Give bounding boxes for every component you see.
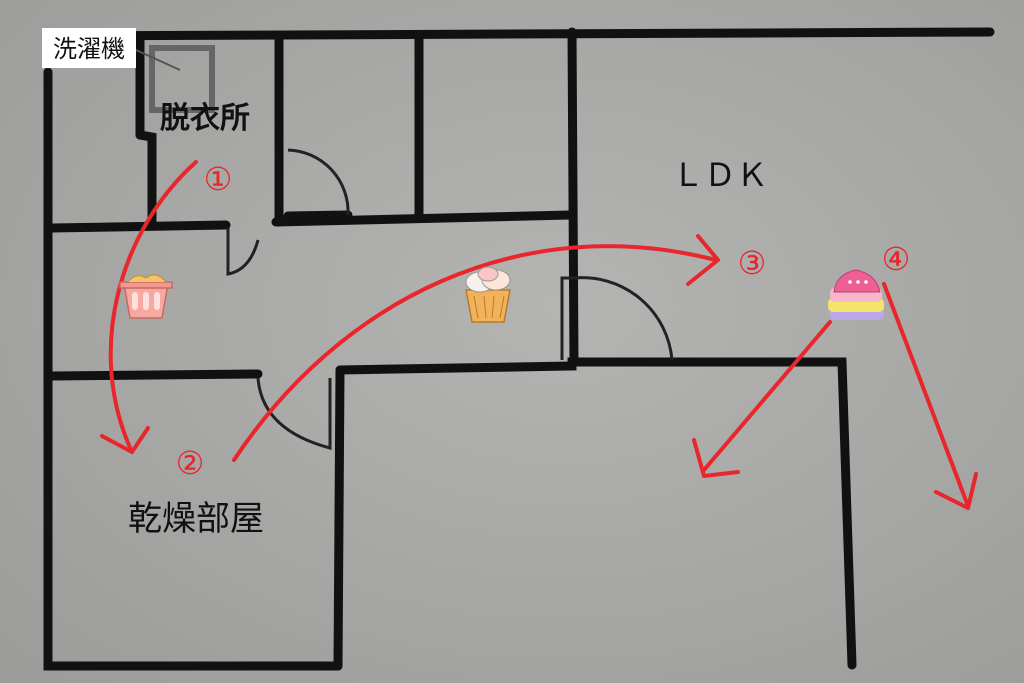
- arrow-head-4b: [934, 472, 978, 510]
- door-swing-3: [256, 377, 332, 450]
- ldk-label: ＬＤＫ: [672, 156, 768, 194]
- door-swing-1: [287, 148, 350, 216]
- step-marker-4: ④: [882, 240, 911, 278]
- arrow-head-2: [686, 234, 720, 286]
- arrow-step-4a: [702, 320, 832, 472]
- door-swings: [226, 148, 674, 450]
- route-arrows: [100, 160, 978, 510]
- step-marker-1: ①: [204, 160, 233, 198]
- clothes-basket-icon: [465, 266, 511, 323]
- laundry-basket-icon: [119, 274, 173, 319]
- folded-clothes-icon: [828, 269, 884, 320]
- dressing-room-label: 脱衣所: [160, 101, 250, 136]
- step-marker-3: ③: [738, 244, 767, 282]
- drying-room-label: 乾燥部屋: [128, 499, 264, 539]
- washer-label: 洗濯機: [53, 35, 125, 63]
- arrow-head-1: [100, 426, 150, 454]
- door-swing-2: [226, 228, 260, 276]
- arrow-step-4b: [882, 282, 970, 508]
- step-marker-2: ②: [176, 444, 205, 482]
- washing-machine-icon: [135, 45, 215, 113]
- door-swing-4: [560, 276, 674, 361]
- arrow-step-1: [108, 160, 198, 454]
- arrow-head-4a: [692, 438, 740, 478]
- washer-label-box: [42, 28, 136, 68]
- arrow-step-2: [232, 244, 718, 462]
